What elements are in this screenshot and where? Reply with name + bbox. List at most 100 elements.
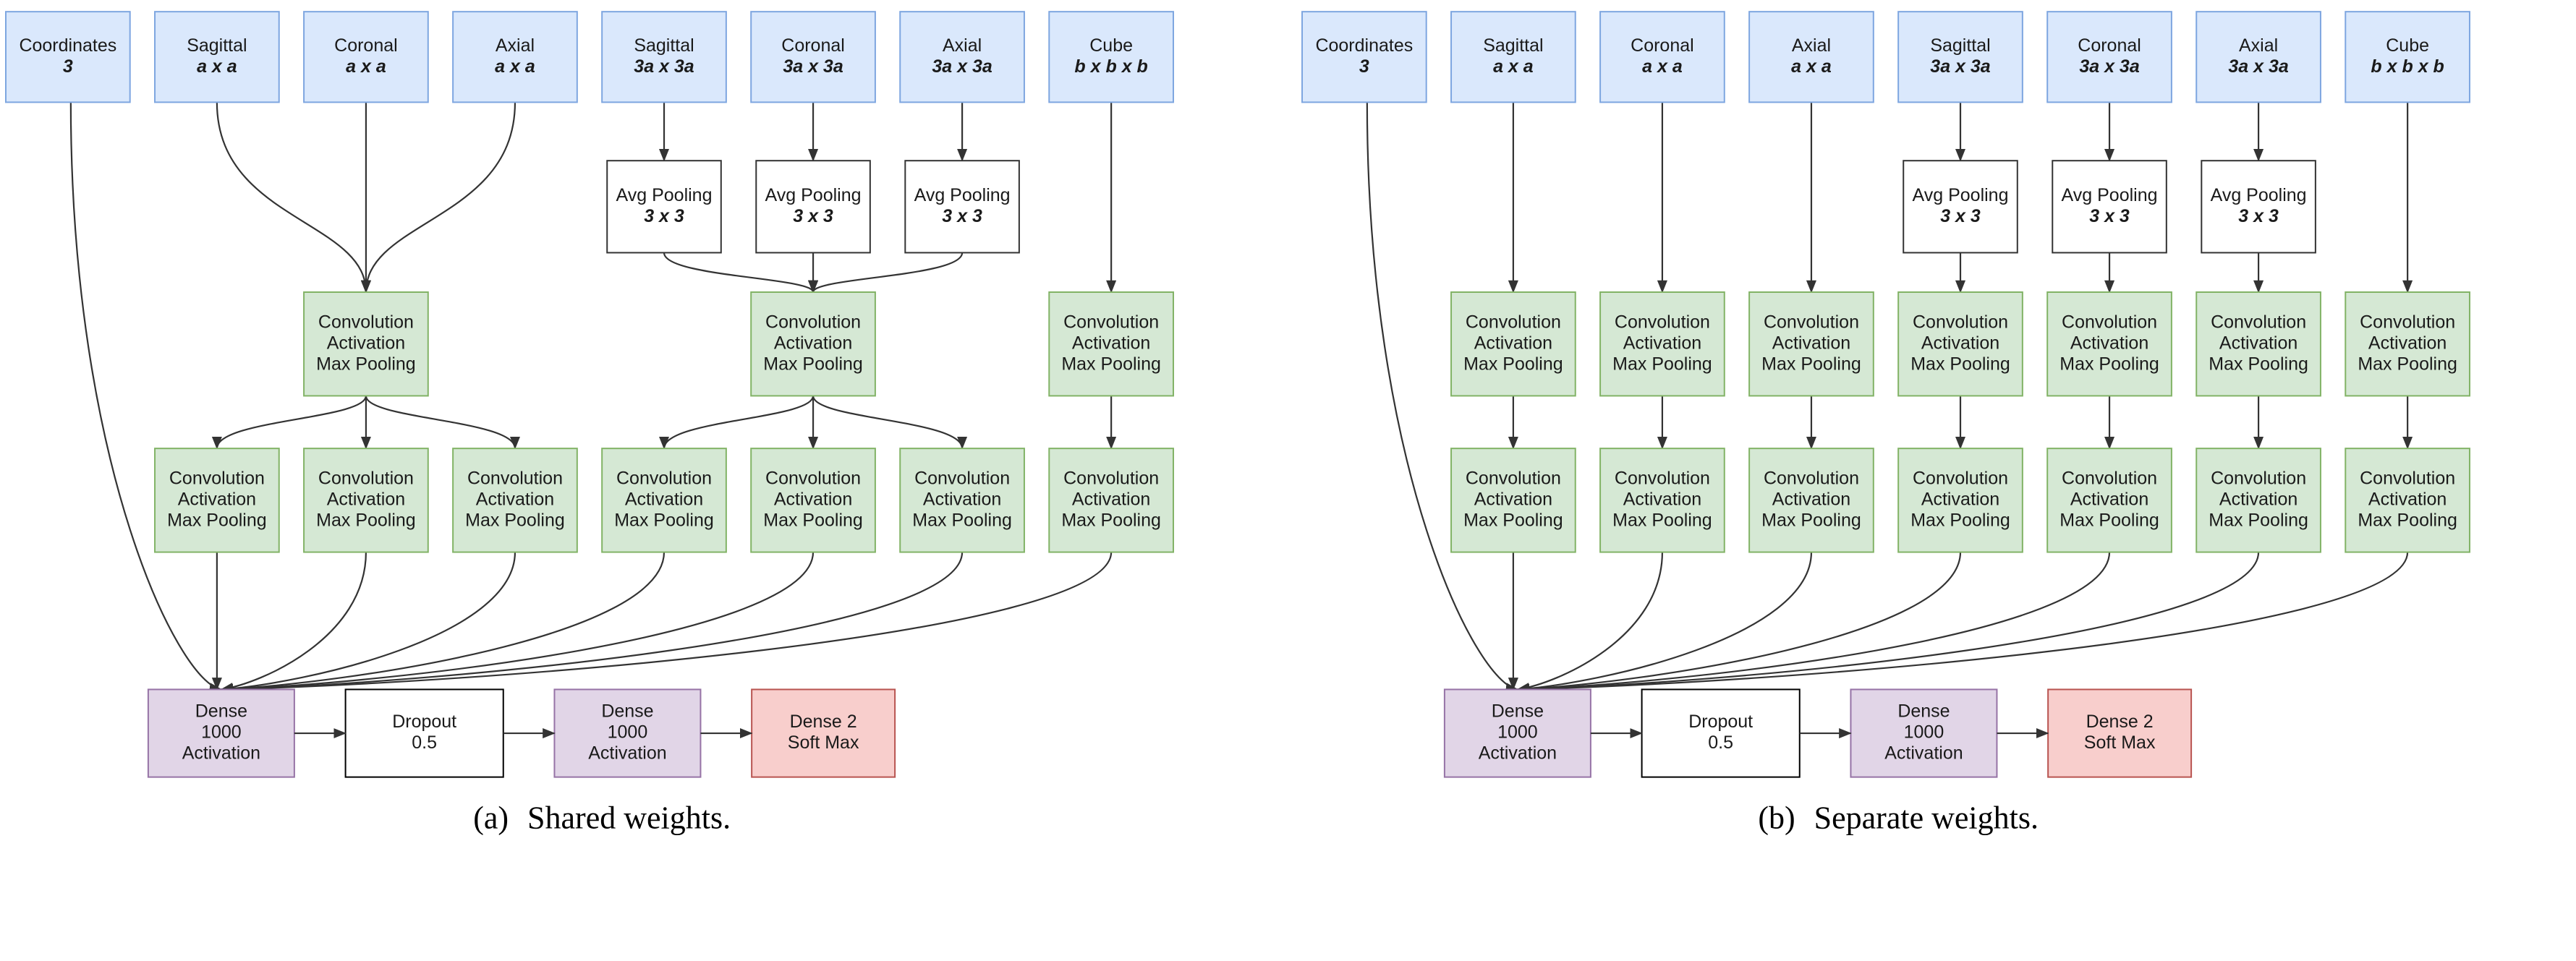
panel-b-conv-row1-4-line1: Convolution [2062,312,2157,332]
panel-b-dense-1000-a-line2: 1000 [1497,722,1538,743]
panel-a-avgpool-0-rect [606,160,722,254]
panel-a-conv-row2-4-line2: Activation [774,489,852,509]
edge-merge-a-0 [216,102,371,294]
panel-a-conv-row1-0-rect [303,291,429,397]
panel-a-conv-row2-1-line3: Max Pooling [316,510,416,530]
panel-b-conv-row1-1-line2: Activation [1623,333,1701,353]
panel-b-conv-row2-6-line3: Max Pooling [2358,510,2457,530]
edge-conv2-to-dense-3 [220,552,666,694]
panel-a-avgpool-1-rect [755,160,871,254]
panel-a-dense-1000-b-line3: Activation [588,743,666,764]
panel-b-conv-row2-3-line3: Max Pooling [1910,510,2010,530]
panel-a-conv-row1-0-line2: Activation [327,333,405,353]
panel-a-input-cube-rect [1048,11,1174,103]
panel-a-input-sagittal-a-line1: Sagittal [187,35,247,56]
panel-a-dense-1000-a-line2: 1000 [201,722,242,743]
edge-fan-a-0 [211,396,367,450]
panel-b-conv-row2-3-rect [1897,448,2023,553]
edge-conv2-to-dense-2 [1516,552,1813,694]
panel-a-input-coordinates-rect [5,11,131,103]
panel-a-conv-row2-6-line3: Max Pooling [1061,510,1161,530]
panel-b-conv-row1-1-line1: Convolution [1615,312,1710,332]
panel-b-conv-row2-0-line2: Activation [1474,489,1552,509]
panel-a-input-axial-a-rect [452,11,578,103]
panel-b-input-axial-a-line2: a x a [1791,56,1832,77]
panel-a-avgpool-0-line1: Avg Pooling [616,185,713,205]
panel-b-avgpool-0-line1: Avg Pooling [1913,185,2009,205]
panel-a-conv-row2-2-line1: Convolution [467,468,563,488]
panel-a-conv-row2-4-rect [750,448,876,553]
panel-b-conv-row2-2-line2: Activation [1772,489,1850,509]
panel-a-conv-row1-1-line2: Activation [774,333,852,353]
panel-b-conv-row1-6-line1: Convolution [2360,312,2455,332]
panel-b-conv-row2-6-line1: Convolution [2360,468,2455,488]
edge-conv2-to-dense-1 [1516,552,1664,693]
panel-b-caption-text: Separate weights. [1814,800,2039,835]
panel-b-conv-row2-4-line1: Convolution [2062,468,2157,488]
panel-a-conv-row1-0-line1: Convolution [318,312,414,332]
panel-b-input-coronal-3a-line2: 3a x 3a [2079,56,2140,77]
panel-b-input-coordinates-line2: 3 [1359,56,1369,77]
panel-a-input-coordinates-line1: Coordinates [19,35,116,56]
panel-b-input-sagittal-a-rect [1450,11,1576,103]
panel-b-avgpool-0-line2: 3 x 3 [1940,206,1981,226]
panel-a-input-coronal-a-rect [303,11,429,103]
panel-a-conv-row1-2-rect [1048,291,1174,397]
